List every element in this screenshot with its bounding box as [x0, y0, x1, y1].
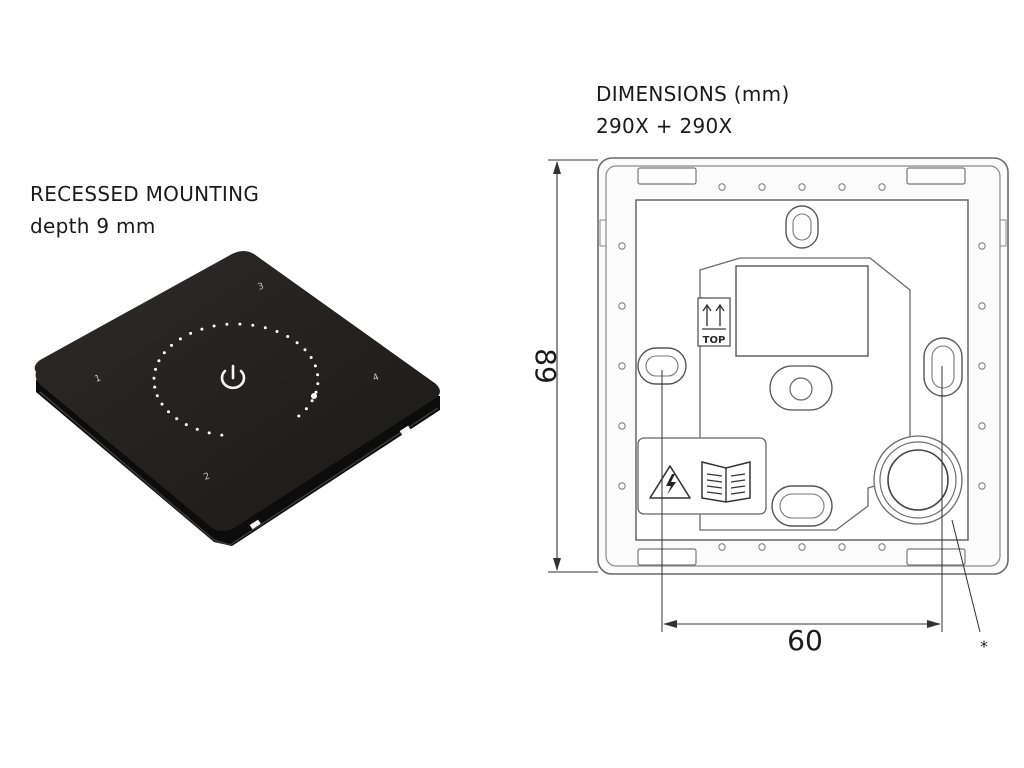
led-dot: [155, 394, 159, 398]
led-dot: [195, 427, 199, 431]
recessed-mounting-title: RECESSED MOUNTING: [30, 182, 260, 206]
led-dot: [175, 417, 179, 421]
note-leader-line: [951, 519, 981, 633]
led-dot: [200, 327, 204, 331]
led-dot: [167, 410, 170, 414]
dimensions-title: DIMENSIONS (mm): [596, 82, 790, 106]
top-label: TOP: [703, 335, 726, 346]
frame-dot: [618, 422, 626, 430]
frame-dot: [878, 543, 886, 551]
frame-dot: [978, 362, 986, 370]
led-dot: [313, 364, 317, 368]
frame-dot: [978, 242, 986, 250]
led-dot: [309, 356, 313, 359]
led-dot: [162, 351, 166, 355]
frame-dot: [718, 183, 726, 191]
frame-dot: [718, 543, 726, 551]
led-dot: [207, 431, 211, 435]
power-icon[interactable]: [220, 364, 246, 390]
frame-dot: [838, 543, 846, 551]
led-dot: [251, 323, 255, 327]
recessed-mounting-caption: RECESSED MOUNTING depth 9 mm: [30, 178, 259, 242]
frame-dot: [978, 302, 986, 310]
frame-dot: [798, 183, 806, 191]
device-face: [34, 251, 441, 531]
led-dot: [212, 324, 216, 328]
frame-dot: [758, 543, 766, 551]
led-dot: [152, 376, 156, 380]
high-voltage-warning-icon: [649, 465, 691, 499]
led-dot: [238, 322, 242, 326]
led-dot: [310, 399, 314, 403]
led-dot: [286, 335, 290, 338]
recessed-depth-text: depth 9 mm: [30, 214, 156, 238]
led-dot: [154, 367, 157, 371]
frame-dot: [618, 302, 626, 310]
led-dot: [220, 433, 224, 437]
frame-dot: [618, 362, 626, 370]
height-dimension-label: 89: [529, 348, 562, 384]
led-dot: [263, 326, 267, 330]
led-dot: [304, 407, 308, 411]
width-dimension-label: 60: [787, 624, 823, 657]
this-side-up-icon: TOP: [697, 297, 731, 347]
frame-dot: [838, 183, 846, 191]
led-dot: [170, 343, 173, 347]
frame-dots: [618, 183, 986, 551]
height-dimension: [548, 159, 598, 573]
screw-slot-bottom: [771, 485, 833, 527]
led-dot: [295, 341, 299, 345]
label-area: [735, 265, 869, 357]
button-2-label[interactable]: 2: [203, 471, 212, 482]
led-indicator: [311, 393, 317, 399]
led-dot: [184, 423, 188, 427]
frame-dot: [878, 183, 886, 191]
mounting-plate-drawing: TOP: [548, 157, 1009, 633]
frame-dot: [758, 183, 766, 191]
cable-entry-hole: [873, 435, 963, 525]
led-dot: [297, 414, 301, 418]
led-dot: [303, 348, 307, 352]
frame-dot: [618, 482, 626, 490]
led-dot: [316, 373, 320, 377]
frame-dot: [978, 482, 986, 490]
screw-slot-top: [785, 205, 819, 249]
button-3-label[interactable]: 3: [257, 281, 266, 292]
led-dot: [153, 385, 157, 389]
frame-dot: [618, 242, 626, 250]
button-1-label[interactable]: 1: [94, 373, 103, 384]
led-dot: [275, 330, 279, 333]
led-ring: [152, 322, 320, 437]
dimensions-model-text: 290X + 290X: [596, 114, 733, 138]
frame-dot: [978, 422, 986, 430]
width-dimension: [661, 366, 943, 632]
screw-slot-right: [923, 337, 963, 397]
note-marker: *: [980, 637, 988, 656]
led-dot: [225, 322, 229, 326]
led-dot: [178, 337, 182, 341]
led-dot: [316, 382, 320, 386]
led-dot: [160, 402, 164, 406]
frame-dot: [798, 543, 806, 551]
led-dot: [189, 331, 193, 335]
led-dot: [314, 390, 318, 394]
read-manual-icon: [701, 461, 751, 503]
button-4-label[interactable]: 4: [372, 372, 381, 383]
dimensions-caption: DIMENSIONS (mm) 290X + 290X: [596, 78, 790, 142]
touch-panel-device: 1 2 3 4: [34, 251, 441, 546]
led-dot: [157, 359, 161, 363]
